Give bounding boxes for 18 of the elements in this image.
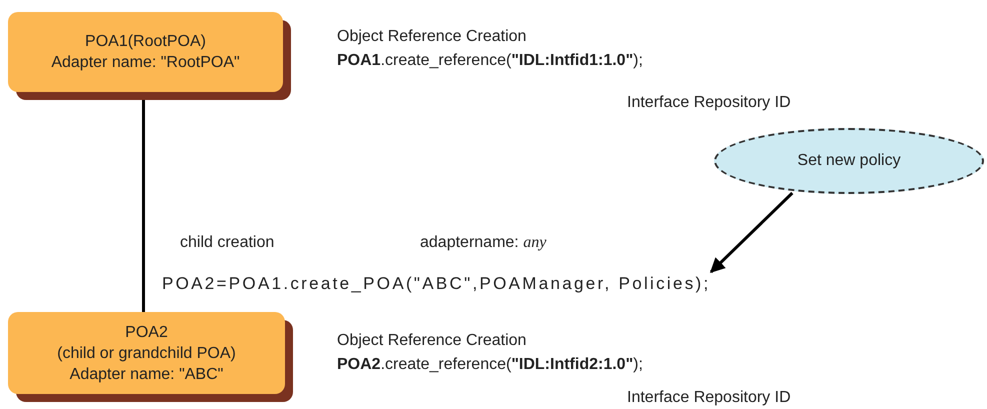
annotation-text: Interface Repository ID: [627, 388, 791, 408]
policy-ellipse: Set new policy: [714, 128, 984, 194]
box-text: POA2: [125, 322, 168, 342]
annotation-text: POA2.create_reference("IDL:Intfid2:1.0");: [337, 355, 643, 375]
box-text: (child or grandchild POA): [57, 344, 236, 364]
annotation-text: child creation: [180, 233, 274, 253]
code-text: POA2=POA1.create_POA("ABC",POAManager, Policies);: [162, 272, 711, 296]
annotation-text: POA1.create_reference("IDL:Intfid1:1.0");: [337, 51, 643, 71]
arrow: [710, 192, 794, 274]
poa-box: [8, 312, 285, 394]
annotation-text: Interface Repository ID: [627, 93, 791, 113]
box-text: Adapter name: "ABC": [70, 364, 224, 384]
annotation-text: Object Reference Creation: [337, 331, 526, 351]
annotation-text: adaptername: any: [420, 233, 546, 253]
box-text: POA1(RootPOA): [85, 32, 206, 52]
annotation-text: Object Reference Creation: [337, 27, 526, 47]
poa-box: [8, 12, 283, 92]
box-text: Adapter name: "RootPOA": [51, 53, 240, 73]
